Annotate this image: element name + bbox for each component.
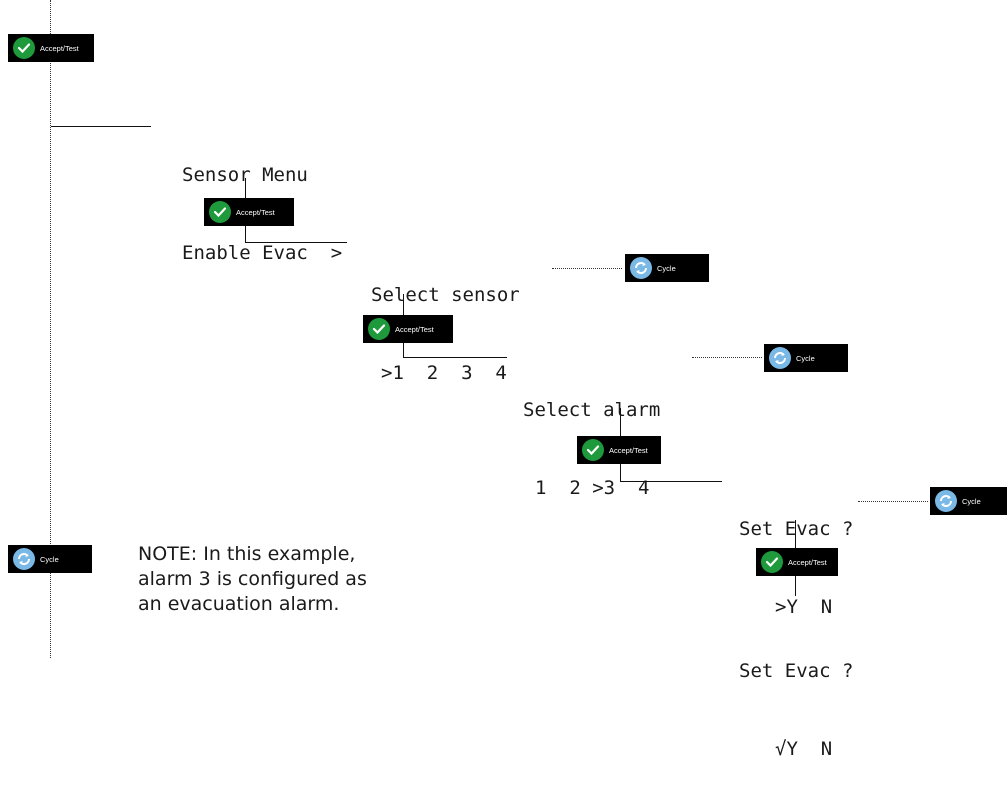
screen-line: Select sensor <box>371 284 520 306</box>
connector-line <box>245 242 347 243</box>
checkmark-icon <box>13 37 35 59</box>
cycle-button[interactable]: Cycle <box>625 254 709 282</box>
accept-test-button[interactable]: Accept/Test <box>577 436 661 464</box>
select-sensor-screen: Select sensor >1 2 3 4 <box>371 230 520 412</box>
connector-line <box>620 481 722 482</box>
screen-line: Set Evac ? <box>739 518 854 540</box>
set-evac-screen: Set Evac ? >Y N <box>739 464 853 646</box>
accept-test-label: Accept/Test <box>395 324 434 334</box>
accept-test-label: Accept/Test <box>40 43 79 53</box>
note-text: NOTE: In this example, alarm 3 is config… <box>138 542 367 617</box>
screen-line: >1 2 3 4 <box>381 362 507 384</box>
accept-test-button[interactable]: Accept/Test <box>363 315 453 343</box>
checkmark-icon <box>761 551 783 573</box>
screen-line: 1 2 >3 4 <box>535 477 650 499</box>
set-evac-confirm-screen: Set Evac ? √Y N <box>739 606 853 788</box>
cycle-label: Cycle <box>796 353 815 363</box>
checkmark-icon <box>368 318 390 340</box>
cycle-button[interactable]: Cycle <box>930 487 1007 515</box>
accept-test-label: Accept/Test <box>788 557 827 567</box>
refresh-icon <box>630 257 652 279</box>
accept-test-button[interactable]: Accept/Test <box>8 34 94 62</box>
cycle-button[interactable]: Cycle <box>764 344 848 372</box>
screen-line: Enable Evac > <box>182 242 343 264</box>
cycle-button[interactable]: Cycle <box>8 545 92 573</box>
checkmark-icon <box>209 201 231 223</box>
checkmark-icon <box>582 439 604 461</box>
sensor-menu-screen: Sensor Menu Enable Evac > <box>182 110 342 292</box>
dotted-connector <box>552 268 622 269</box>
dotted-connector <box>858 501 928 502</box>
accept-test-button[interactable]: Accept/Test <box>756 548 838 576</box>
connector-line <box>51 126 151 127</box>
refresh-icon <box>13 548 35 570</box>
screen-line: √Y N <box>775 738 833 760</box>
refresh-icon <box>935 490 957 512</box>
dotted-connector <box>692 357 762 358</box>
timeline-line <box>50 0 51 658</box>
accept-test-label: Accept/Test <box>236 207 275 217</box>
screen-line: >Y N <box>775 596 833 618</box>
screen-line: Set Evac ? <box>739 660 854 682</box>
cycle-label: Cycle <box>962 496 981 506</box>
connector-line <box>403 357 507 358</box>
accept-test-button[interactable]: Accept/Test <box>204 198 294 226</box>
note-line: NOTE: In this example, <box>138 543 356 565</box>
screen-line: Sensor Menu <box>182 164 308 186</box>
cycle-label: Cycle <box>657 263 676 273</box>
accept-test-label: Accept/Test <box>609 445 648 455</box>
refresh-icon <box>769 347 791 369</box>
note-line: an evacuation alarm. <box>138 593 340 615</box>
screen-line: Select alarm <box>523 399 661 421</box>
note-line: alarm 3 is configured as <box>138 568 367 590</box>
select-alarm-screen: Select alarm 1 2 >3 4 <box>523 345 660 527</box>
cycle-label: Cycle <box>40 554 59 564</box>
